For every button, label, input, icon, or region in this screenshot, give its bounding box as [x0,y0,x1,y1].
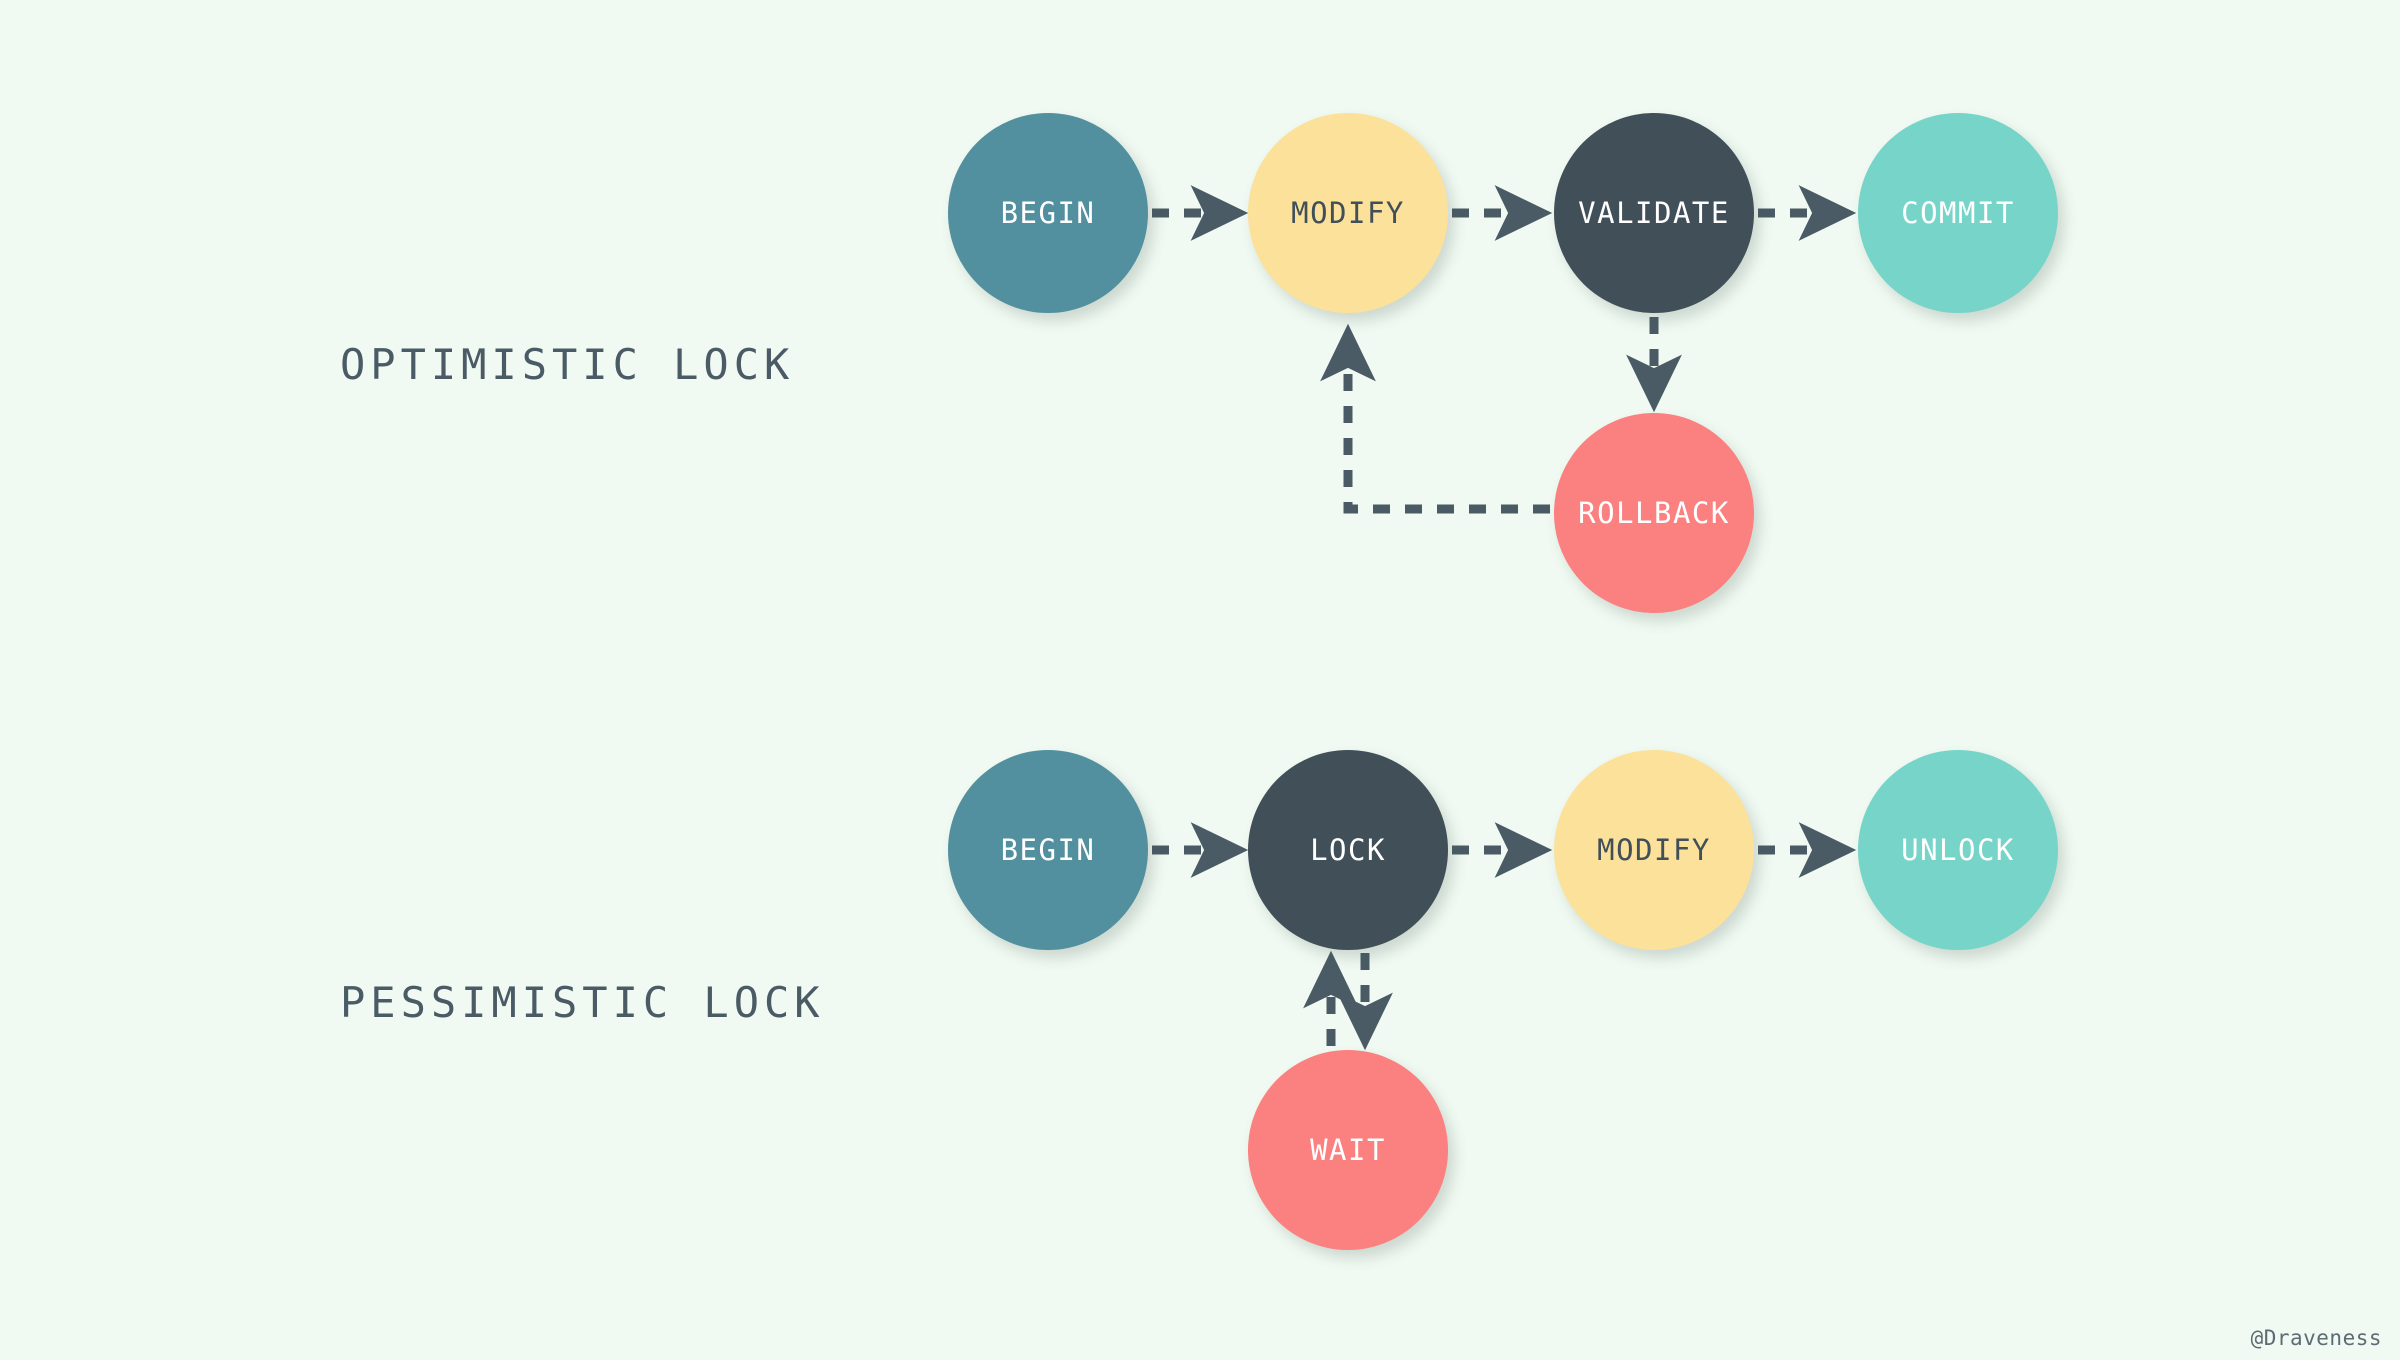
node-label: UNLOCK [1901,832,2015,867]
node-pessimistic-begin[interactable]: BEGIN [948,750,1148,950]
node-optimistic-rollback[interactable]: ROLLBACK [1554,413,1754,613]
node-label: COMMIT [1901,195,2015,230]
node-label: MODIFY [1597,832,1711,867]
node-optimistic-commit[interactable]: COMMIT [1858,113,2058,313]
node-label: ROLLBACK [1578,495,1730,530]
edge-rollback-to-modify [1320,323,1550,514]
node-label: LOCK [1310,832,1386,867]
node-optimistic-validate[interactable]: VALIDATE [1554,113,1754,313]
section-title-optimistic-lock: OPTIMISTIC LOCK [340,340,795,389]
node-optimistic-begin[interactable]: BEGIN [948,113,1148,313]
section-title-pessimistic-lock: PESSIMISTIC LOCK [340,978,825,1027]
node-pessimistic-lock[interactable]: LOCK [1248,750,1448,950]
node-label: MODIFY [1291,195,1405,230]
node-label: BEGIN [1000,195,1096,230]
node-pessimistic-unlock[interactable]: UNLOCK [1858,750,2058,950]
node-label: WAIT [1310,1132,1386,1167]
author-watermark: @Draveness [2250,1326,2382,1350]
node-label: BEGIN [1000,832,1096,867]
node-pessimistic-modify[interactable]: MODIFY [1554,750,1754,950]
node-optimistic-modify[interactable]: MODIFY [1248,113,1448,313]
node-pessimistic-wait[interactable]: WAIT [1248,1050,1448,1250]
node-label: VALIDATE [1578,195,1730,230]
